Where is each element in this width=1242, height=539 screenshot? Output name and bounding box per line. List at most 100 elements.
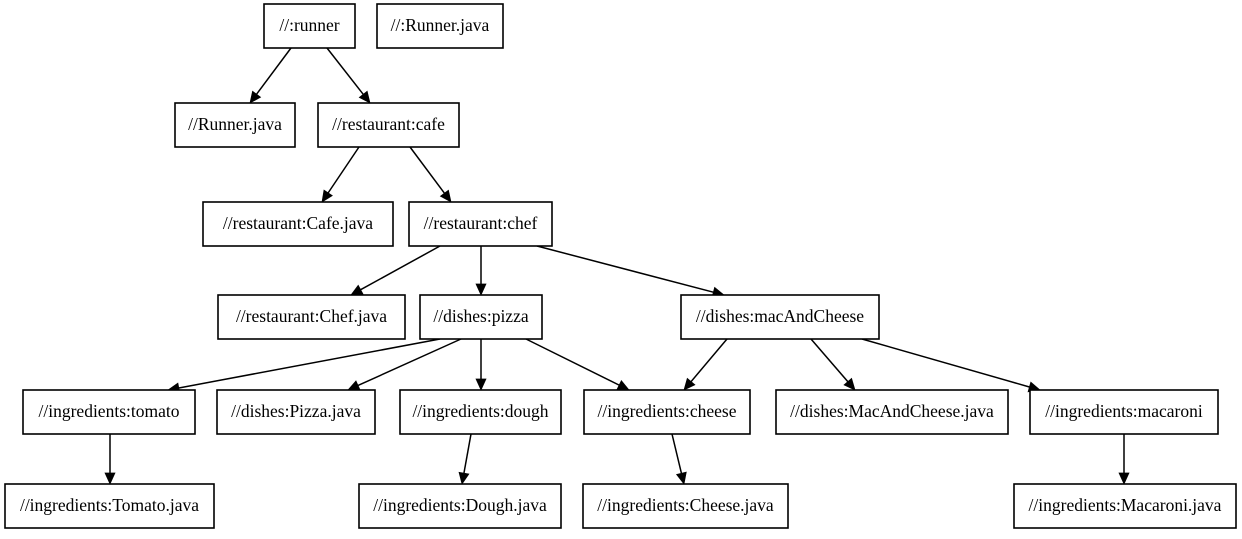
node-box[interactable] (317, 102, 460, 148)
graph-edge (104, 434, 116, 485)
edge-line (463, 433, 472, 474)
graph-edge (321, 146, 360, 203)
edge-line (255, 47, 292, 95)
node-label: //ingredients:Macaroni.java (1029, 495, 1222, 515)
node-box[interactable] (174, 102, 296, 148)
graph-edge (326, 47, 371, 104)
node-label: //dishes:macAndCheese (696, 306, 864, 326)
graph-node[interactable]: //ingredients:cheese (583, 389, 751, 435)
graph-node[interactable]: //dishes:MacAndCheese.java (775, 389, 1009, 435)
graph-edge (536, 245, 725, 298)
edge-arrowhead-icon (347, 380, 361, 391)
graph-node[interactable]: //:Runner.java (376, 3, 504, 49)
node-box[interactable] (583, 389, 751, 435)
node-box[interactable] (399, 389, 562, 435)
node-label: //ingredients:macaroni (1045, 401, 1203, 421)
graph-node[interactable]: //restaurant:Chef.java (217, 294, 406, 340)
edge-line (536, 245, 714, 293)
edge-line (690, 338, 728, 383)
node-box[interactable] (22, 389, 196, 435)
edge-line (409, 146, 446, 194)
edge-line (671, 433, 683, 474)
graph-node[interactable]: //:runner (263, 3, 356, 49)
graph-node[interactable]: //ingredients:dough (399, 389, 562, 435)
node-label: //ingredients:Cheese.java (597, 495, 774, 515)
node-box[interactable] (680, 294, 880, 340)
node-label: //Runner.java (188, 114, 282, 134)
edge-arrowhead-icon (350, 284, 364, 296)
node-box[interactable] (419, 294, 543, 340)
graph-node[interactable]: //ingredients:macaroni (1029, 389, 1219, 435)
node-label: //dishes:pizza (433, 306, 528, 326)
node-label: //dishes:MacAndCheese.java (790, 401, 994, 421)
edge-arrowhead-icon (843, 377, 856, 391)
node-box[interactable] (582, 483, 789, 529)
graph-edge (861, 338, 1041, 393)
node-label: //ingredients:dough (412, 401, 548, 421)
graph-edge (347, 338, 462, 391)
graph-node[interactable]: //ingredients:Dough.java (358, 483, 562, 529)
node-label: //restaurant:Cafe.java (223, 213, 373, 233)
graph-node[interactable]: //restaurant:chef (408, 201, 553, 247)
edge-arrowhead-icon (475, 378, 487, 391)
node-box[interactable] (358, 483, 562, 529)
edge-arrowhead-icon (104, 472, 116, 485)
node-label: //dishes:Pizza.java (231, 401, 361, 421)
node-label: //restaurant:Chef.java (236, 306, 387, 326)
graph-edge (475, 339, 487, 391)
node-label: //:Runner.java (391, 15, 490, 35)
graph-node[interactable]: //restaurant:cafe (317, 102, 460, 148)
node-label: //ingredients:tomato (39, 401, 180, 421)
node-layer: //:runner //:Runner.java //Runner.java //re… (4, 3, 1237, 529)
edge-arrowhead-icon (683, 377, 696, 391)
node-label: //ingredients:Tomato.java (20, 495, 199, 515)
edge-layer (104, 47, 1130, 485)
node-box[interactable] (4, 483, 215, 529)
edge-arrowhead-icon (439, 189, 452, 203)
graph-edge (409, 146, 452, 203)
edge-arrowhead-icon (321, 189, 333, 203)
graph-node[interactable]: //ingredients:Macaroni.java (1013, 483, 1237, 529)
node-label: //:runner (279, 15, 339, 35)
edge-line (326, 47, 364, 95)
graph-node[interactable]: //ingredients:tomato (22, 389, 196, 435)
graph-node[interactable]: //ingredients:Tomato.java (4, 483, 215, 529)
node-box[interactable] (1013, 483, 1237, 529)
node-box[interactable] (217, 294, 406, 340)
node-box[interactable] (408, 201, 553, 247)
node-box[interactable] (376, 3, 504, 49)
graph-node[interactable]: //Runner.java (174, 102, 296, 148)
graph-edge (683, 338, 728, 391)
node-box[interactable] (775, 389, 1009, 435)
graph-node[interactable]: //dishes:pizza (419, 294, 543, 340)
node-box[interactable] (202, 201, 394, 247)
node-label: //restaurant:cafe (332, 114, 445, 134)
graph-node[interactable]: //restaurant:Cafe.java (202, 201, 394, 247)
edge-line (525, 338, 620, 386)
edge-line (178, 338, 441, 389)
edge-line (360, 245, 441, 291)
edge-line (357, 338, 462, 387)
graph-edge (475, 246, 487, 296)
node-box[interactable] (216, 389, 376, 435)
graph-node[interactable]: //ingredients:Cheese.java (582, 483, 789, 529)
graph-node[interactable]: //dishes:macAndCheese (680, 294, 880, 340)
node-box[interactable] (263, 3, 356, 49)
graph-edge (350, 245, 441, 296)
graph-edge (249, 47, 292, 104)
node-label: //restaurant:chef (424, 213, 538, 233)
edge-arrowhead-icon (458, 471, 470, 485)
graph-edge (458, 433, 472, 485)
graph-edge (1118, 434, 1130, 485)
edge-line (327, 146, 360, 194)
graph-edge (525, 338, 630, 391)
graph-edge (671, 433, 687, 485)
graph-node[interactable]: //dishes:Pizza.java (216, 389, 376, 435)
edge-line (861, 338, 1030, 388)
graph-edge (167, 338, 441, 394)
edge-arrowhead-icon (249, 90, 262, 104)
node-box[interactable] (1029, 389, 1219, 435)
edge-arrowhead-icon (358, 90, 371, 104)
